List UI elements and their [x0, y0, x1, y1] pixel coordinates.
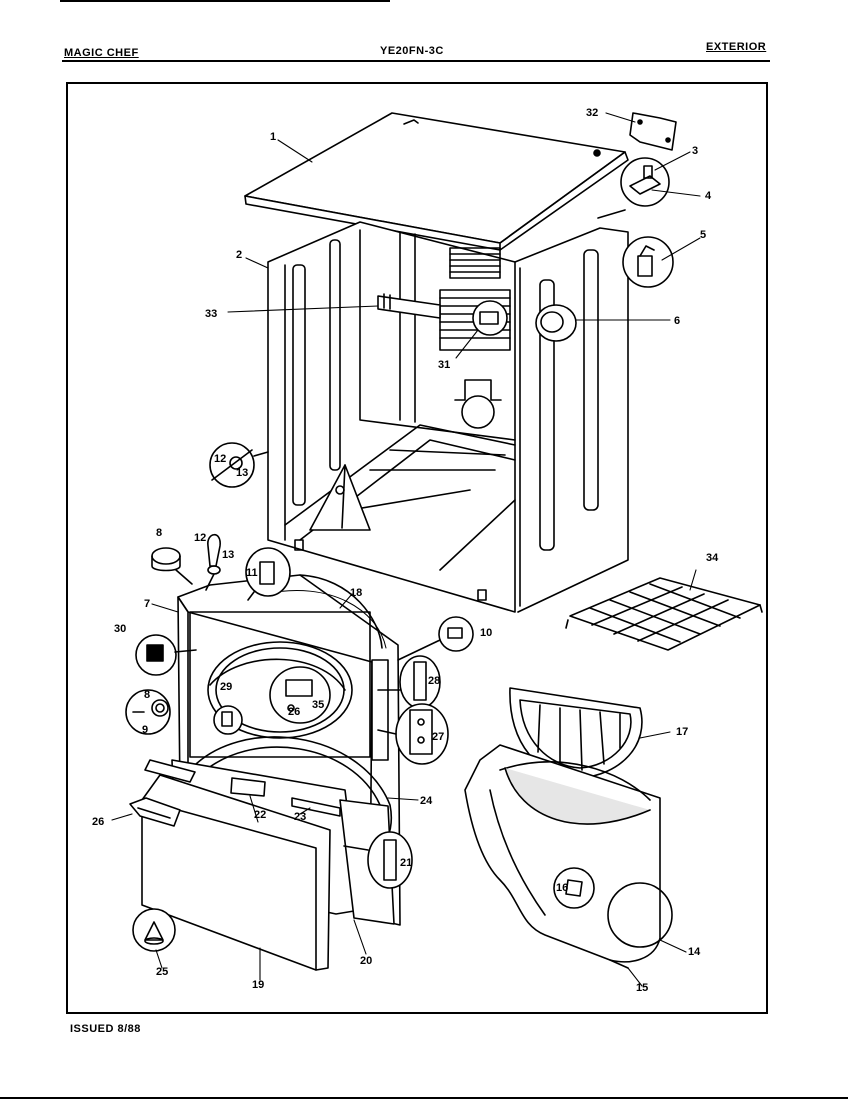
part-32-bracket — [629, 112, 677, 151]
part-30-switch — [135, 634, 197, 676]
part-6-bearing — [535, 304, 577, 342]
callout-9: 9 — [142, 724, 148, 736]
leader-lines — [111, 112, 701, 987]
part-8-9-callout — [125, 689, 171, 735]
callout-28: 28 — [428, 675, 440, 687]
part-5-clip — [622, 236, 674, 288]
issued-date: ISSUED 8/88 — [70, 1023, 141, 1035]
part-11-switch — [245, 547, 291, 601]
callout-31: 31 — [438, 359, 450, 371]
callout-5: 5 — [700, 229, 706, 241]
callout-32: 32 — [586, 107, 598, 119]
callout-29: 29 — [220, 681, 232, 693]
part-27-callout — [377, 703, 449, 765]
header-rule — [62, 60, 770, 62]
callout-24: 24 — [420, 795, 433, 807]
part-10-callout — [397, 616, 474, 661]
part-12-13-callout-left — [209, 442, 269, 488]
callout-4: 4 — [705, 190, 712, 202]
callout-10: 10 — [480, 627, 492, 639]
callout-6: 6 — [674, 315, 680, 327]
callout-20: 20 — [360, 955, 372, 967]
callout-labels: 1 2 3 4 5 6 7 8 8 9 10 11 12 12 13 13 14… — [92, 107, 719, 994]
model-number: YE20FN-3C — [380, 45, 444, 57]
callout-33: 33 — [205, 308, 217, 320]
callout-8-upper: 8 — [156, 527, 162, 539]
callout-13-upper: 13 — [222, 549, 234, 561]
callout-17: 17 — [676, 726, 688, 738]
callout-11: 11 — [246, 567, 258, 579]
brand-label: MAGIC CHEF — [64, 47, 139, 59]
callout-1: 1 — [270, 131, 276, 143]
part-33-bracket — [377, 293, 441, 319]
part-12-13-callout-upper — [205, 533, 221, 591]
door-assembly — [129, 736, 395, 971]
section-title: EXTERIOR — [706, 41, 767, 53]
callout-12-left: 12 — [214, 453, 226, 465]
callout-26-sensor: 26 — [288, 706, 300, 718]
part-21-callout — [343, 831, 413, 889]
part-29-callout — [213, 705, 243, 735]
callout-16: 16 — [556, 882, 568, 894]
part-31-pulley — [472, 300, 508, 336]
callout-3: 3 — [692, 145, 698, 157]
diagram-frame — [66, 82, 768, 1014]
callout-25: 25 — [156, 966, 168, 978]
callout-12-upper: 12 — [194, 532, 206, 544]
callout-2: 2 — [236, 249, 242, 261]
part-3-4-brace — [597, 157, 670, 219]
callout-13-left: 13 — [236, 467, 248, 479]
top-rule — [60, 0, 390, 2]
part-8-knob-top — [151, 547, 193, 585]
cabinet-body — [267, 221, 629, 613]
callout-8-lower: 8 — [144, 689, 150, 701]
callout-15: 15 — [636, 982, 648, 994]
callout-14: 14 — [688, 946, 701, 958]
callout-19: 19 — [252, 979, 264, 991]
bottom-rule — [0, 1097, 848, 1099]
callout-7: 7 — [144, 598, 150, 610]
part-25-foot — [132, 908, 176, 952]
callout-26-door: 26 — [92, 816, 104, 828]
callout-27: 27 — [432, 731, 444, 743]
part-34-screen — [565, 577, 763, 651]
callout-35: 35 — [312, 699, 324, 711]
blower-assembly — [464, 687, 673, 969]
callout-34: 34 — [706, 552, 719, 564]
callout-18: 18 — [350, 587, 362, 599]
callout-21: 21 — [400, 857, 412, 869]
callout-30: 30 — [114, 623, 126, 635]
callout-22: 22 — [254, 809, 266, 821]
part-35-36-sensor — [269, 666, 331, 724]
cabinet-top — [244, 112, 629, 251]
callout-23: 23 — [294, 811, 306, 823]
